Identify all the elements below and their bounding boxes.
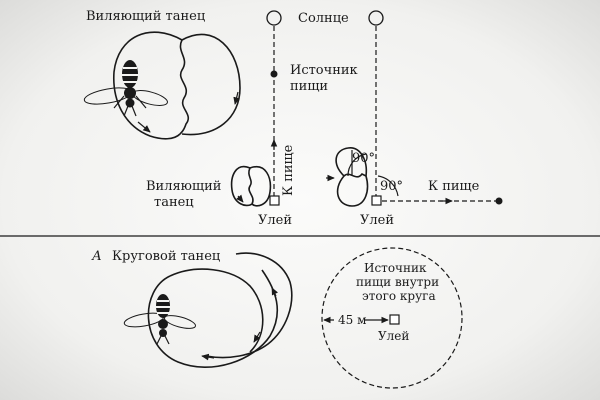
hive-icon-left — [269, 195, 280, 206]
distance-label: 45 м — [338, 313, 366, 327]
hive-label-left: Улей — [258, 213, 292, 228]
angle-right-label: 90° — [380, 179, 403, 194]
bee-icon-bottom — [123, 294, 197, 345]
bee-icon-top — [83, 60, 168, 117]
waggle-dance-title: Виляющий танец — [86, 9, 205, 24]
round-dance-figure — [147, 252, 293, 369]
angle-arc-top — [347, 153, 367, 177]
hive-icon-bottom — [389, 314, 400, 325]
hive-icon-right — [371, 195, 382, 206]
waggle-run-path — [179, 39, 190, 135]
food-inside-label-line3: этого круга — [362, 289, 436, 303]
food-source-dot-top — [270, 70, 278, 78]
distance-label-bg — [334, 312, 364, 326]
hive-label-right: Улей — [360, 213, 394, 228]
angle-top-label: 90° — [352, 151, 375, 166]
round-dance-title: Круговой танец — [112, 249, 220, 264]
food-source-label-line2: пищи — [290, 79, 328, 94]
food-radius-circle — [321, 247, 463, 389]
waggle-arrow-right — [233, 91, 240, 105]
sun-icon-right — [368, 10, 384, 26]
panel-letter: А — [91, 249, 102, 264]
food-inside-label-line1: Источник — [364, 261, 427, 275]
waggle-arrow-bottom — [137, 121, 151, 133]
sun-icon-left — [266, 10, 282, 26]
waggle-dance-small-label-line2: танец — [154, 195, 194, 210]
angle-arc-right — [377, 175, 399, 197]
waggle-loop-right — [181, 33, 241, 136]
waggle-dance-figure-angled — [326, 147, 369, 207]
waggle-dance-small-label-line1: Виляющий — [146, 179, 221, 194]
sun-label: Солнце — [298, 11, 349, 26]
food-source-label-line1: Источник — [290, 63, 358, 78]
waggle-dance-figure-large — [113, 31, 241, 140]
food-source-dot-right — [495, 197, 503, 205]
to-food-vertical-label: К пище — [281, 144, 296, 196]
to-food-horizontal-label: К пище — [428, 179, 480, 194]
hive-label-bottom: Улей — [378, 329, 409, 343]
food-inside-label-line2: пищи внутри — [356, 275, 439, 289]
waggle-loop-left — [113, 31, 183, 140]
waggle-dance-figure-small — [230, 165, 272, 207]
